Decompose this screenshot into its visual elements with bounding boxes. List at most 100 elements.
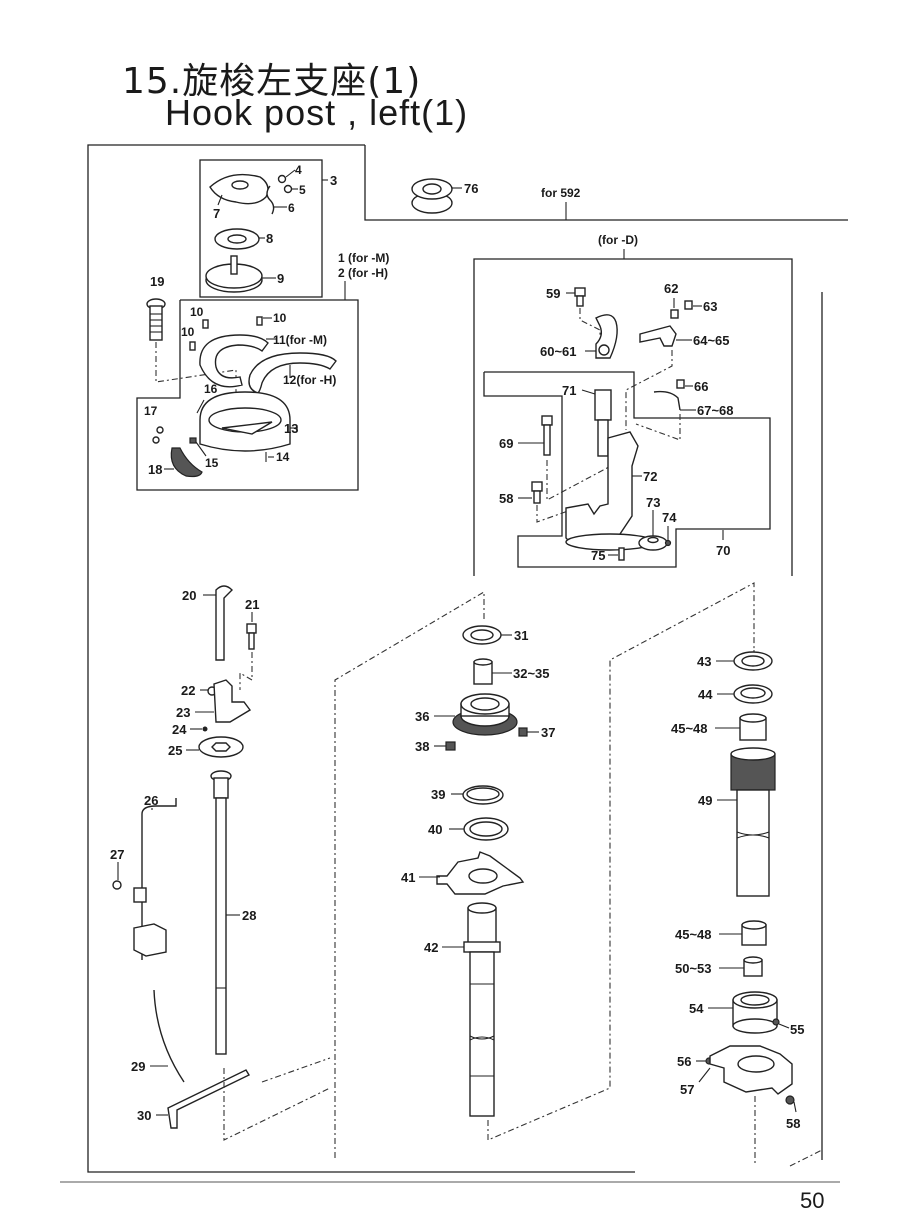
part-24-ball bbox=[202, 726, 208, 732]
title-chinese-text: 旋梭左支座(1) bbox=[182, 61, 422, 102]
section-title-chinese: 15.旋梭左支座(1) bbox=[122, 52, 421, 104]
callout-37: 37 bbox=[541, 725, 555, 740]
part-9-bobbin-case bbox=[205, 255, 263, 293]
callout-45-48-upper: 45~48 bbox=[671, 721, 708, 736]
callout-41: 41 bbox=[401, 870, 415, 885]
callout-71: 71 bbox=[562, 383, 576, 398]
part-41-plate bbox=[436, 851, 525, 895]
callout-56: 56 bbox=[677, 1054, 691, 1069]
callout-67-68: 67~68 bbox=[697, 403, 734, 418]
callout-66: 66 bbox=[694, 379, 708, 394]
callout-43: 43 bbox=[697, 654, 711, 669]
callout-32-35: 32~35 bbox=[513, 666, 550, 681]
for-D-label: (for -D) bbox=[598, 233, 638, 247]
callout-50-53: 50~53 bbox=[675, 961, 712, 976]
callout-16: 16 bbox=[204, 382, 218, 396]
outer-frame bbox=[87, 144, 635, 1173]
part-28-shaft bbox=[210, 770, 232, 1055]
callout-75: 75 bbox=[591, 548, 605, 563]
part-71-shaft bbox=[594, 389, 612, 457]
guide-assembly-frame-70 bbox=[483, 371, 771, 568]
part-75-pin bbox=[618, 547, 625, 561]
callout-7: 7 bbox=[213, 206, 220, 221]
callout-72: 72 bbox=[643, 469, 657, 484]
middle-column-dash bbox=[334, 591, 485, 1158]
callout-14: 14 bbox=[276, 450, 290, 464]
part-19-screw bbox=[146, 298, 166, 341]
callout-30: 30 bbox=[137, 1108, 151, 1123]
part-16-spring bbox=[196, 399, 205, 414]
part-26-rod bbox=[133, 798, 177, 960]
callout-26: 26 bbox=[144, 793, 158, 808]
part-7-bobbin-case-latch bbox=[209, 173, 269, 205]
section-title-english: Hook post , left(1) bbox=[165, 92, 469, 133]
part-50-53-needle-bearing bbox=[743, 956, 763, 977]
callout-44: 44 bbox=[698, 687, 713, 702]
callout-38: 38 bbox=[415, 739, 429, 754]
callout-20: 20 bbox=[182, 588, 196, 603]
callout-63: 63 bbox=[703, 299, 717, 314]
callout-62: 62 bbox=[664, 281, 678, 296]
part-27-screw bbox=[112, 880, 122, 890]
part-55-screw bbox=[772, 1018, 780, 1026]
callout-36: 36 bbox=[415, 709, 429, 724]
callout-23: 23 bbox=[176, 705, 190, 720]
part-13-rotary-hook bbox=[199, 391, 291, 452]
part-23-bracket bbox=[213, 679, 252, 723]
part-10-screw-c bbox=[256, 316, 263, 326]
callout-60-61: 60~61 bbox=[540, 344, 577, 359]
part-44-washer bbox=[733, 684, 773, 704]
hook-assembly-frame bbox=[136, 299, 359, 491]
callout-5: 5 bbox=[299, 183, 306, 197]
part-69-screw bbox=[541, 415, 553, 456]
section-number: 15. bbox=[122, 61, 183, 102]
callout-45-48-lower: 45~48 bbox=[675, 927, 712, 942]
part-10-screw-a bbox=[202, 319, 209, 329]
callout-21: 21 bbox=[245, 597, 259, 612]
callout-31: 31 bbox=[514, 628, 528, 643]
callout-19: 19 bbox=[150, 274, 164, 289]
part-21-screw bbox=[246, 623, 257, 650]
part-29-tube bbox=[153, 989, 185, 1083]
bobbin-case-frame bbox=[199, 159, 323, 298]
part-39-retaining-ring bbox=[462, 785, 504, 805]
part-8-plate bbox=[214, 228, 260, 250]
part-45-48-needle-bearing-upper bbox=[739, 713, 767, 741]
part-42-shaft bbox=[463, 902, 501, 1117]
part-31-bearing bbox=[462, 625, 502, 645]
for-D-frame bbox=[473, 258, 793, 576]
callout-12: 12(for -H) bbox=[283, 373, 336, 387]
part-38-screw bbox=[445, 741, 456, 751]
callout-73: 73 bbox=[646, 495, 660, 510]
part-66-screw bbox=[676, 379, 685, 389]
callout-28: 28 bbox=[242, 908, 256, 923]
part-10-screw-b bbox=[189, 341, 196, 351]
callout-3: 3 bbox=[330, 173, 337, 188]
callout-2-for-H: 2 (for -H) bbox=[338, 266, 388, 280]
part-36-gear bbox=[452, 693, 518, 736]
callout-18: 18 bbox=[148, 462, 162, 477]
callout-25: 25 bbox=[168, 743, 182, 758]
callout-58-upper: 58 bbox=[499, 491, 513, 506]
part-58-screw-upper bbox=[531, 481, 543, 504]
part-64-65-bracket bbox=[639, 325, 677, 347]
callout-8: 8 bbox=[266, 231, 273, 246]
part-17-screws bbox=[152, 426, 164, 444]
callout-40: 40 bbox=[428, 822, 442, 837]
callout-59: 59 bbox=[546, 286, 560, 301]
part-62-screw bbox=[670, 309, 679, 319]
part-45-48-needle-bearing-lower bbox=[741, 920, 767, 946]
for-592-frame bbox=[364, 145, 848, 221]
part-20-lever bbox=[215, 585, 233, 661]
callout-1-for-M: 1 (for -M) bbox=[338, 251, 389, 265]
callout-27: 27 bbox=[110, 847, 124, 862]
part-32-35-needle-bearing bbox=[473, 658, 493, 685]
part-63-screw bbox=[684, 300, 693, 310]
part-76-bobbin bbox=[411, 178, 462, 214]
part-54-collar bbox=[732, 991, 778, 1034]
part-60-61-thread-guide bbox=[595, 314, 618, 359]
callout-24: 24 bbox=[172, 722, 187, 737]
callout-64-65: 64~65 bbox=[693, 333, 730, 348]
part-73-collar bbox=[638, 535, 668, 551]
